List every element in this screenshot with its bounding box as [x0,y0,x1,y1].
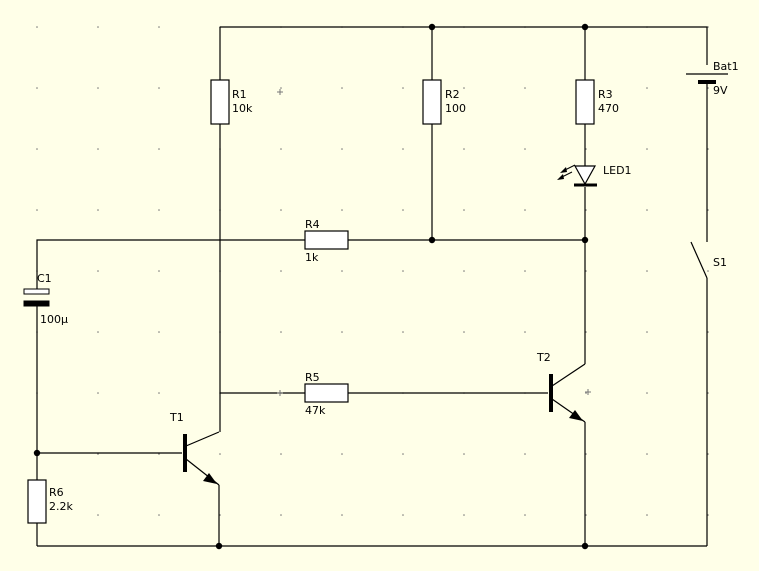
wire-top-rail [220,26,708,65]
r4-ref: R4 [305,218,320,231]
capacitor-plate-negative [23,300,50,307]
resistor-r5-body [304,383,349,403]
transistor-t2[interactable]: T2 [536,351,586,423]
r4-value: 1k [305,251,319,264]
r5-value: 47k [305,404,326,417]
junction-dot [581,236,589,244]
switch-lever [690,241,708,279]
bat1-ref: Bat1 [713,60,739,73]
t1-ref: T1 [169,411,184,424]
junction-dot [215,542,223,550]
resistor-r2-body [422,79,442,125]
r6-value: 2.2k [49,500,73,513]
led1-ref: LED1 [603,164,632,177]
t2-ref: T2 [536,351,551,364]
switch-s1[interactable]: S1 [690,241,727,279]
t2-emitter-arrow-icon [569,410,583,421]
resistor-r1-body [210,79,230,125]
resistor-r3[interactable]: R3 470 [575,79,619,125]
c1-value: 100µ [40,313,68,326]
battery-bat1[interactable]: Bat1 9V [686,60,739,97]
wire-c1-to-r4 [36,239,305,289]
s1-ref: S1 [713,256,727,269]
r3-value: 470 [598,102,619,115]
led-diode-triangle [573,165,597,186]
t1-emitter-arrow-icon [203,473,217,484]
junction-dot [581,542,589,550]
resistor-r2[interactable]: R2 100 [422,79,466,125]
resistor-r3-body [575,79,595,125]
junction-dot [428,23,436,31]
t1-collector-lead [185,431,220,447]
r3-ref: R3 [598,88,613,101]
r1-value: 10k [232,102,253,115]
r1-ref: R1 [232,88,247,101]
r5-ref: R5 [305,371,320,384]
r2-ref: R2 [445,88,460,101]
resistor-r1[interactable]: R1 10k [210,79,253,125]
led-led1[interactable]: LED1 [557,164,632,187]
wires [36,26,708,547]
junction-dot [428,236,436,244]
junction-dot [33,449,41,457]
r2-value: 100 [445,102,466,115]
resistor-r6[interactable]: R6 2.2k [27,479,73,524]
r6-ref: R6 [49,486,64,499]
light-emission-icon [557,164,576,180]
capacitor-c1[interactable]: C1 100µ [23,272,68,326]
junctions [33,23,589,550]
resistor-r6-body [27,479,47,524]
resistor-r5[interactable]: R5 47k [304,371,349,417]
transistor-t1[interactable]: T1 [169,411,220,486]
bat1-value: 9V [713,84,728,97]
resistor-r4-body [304,230,349,250]
c1-ref: C1 [37,272,52,285]
capacitor-plate-positive [23,288,50,295]
plus-marker-icons [277,89,591,396]
t2-collector-lead [551,363,586,387]
resistor-r4[interactable]: R4 1k [304,218,349,264]
junction-dot [581,23,589,31]
